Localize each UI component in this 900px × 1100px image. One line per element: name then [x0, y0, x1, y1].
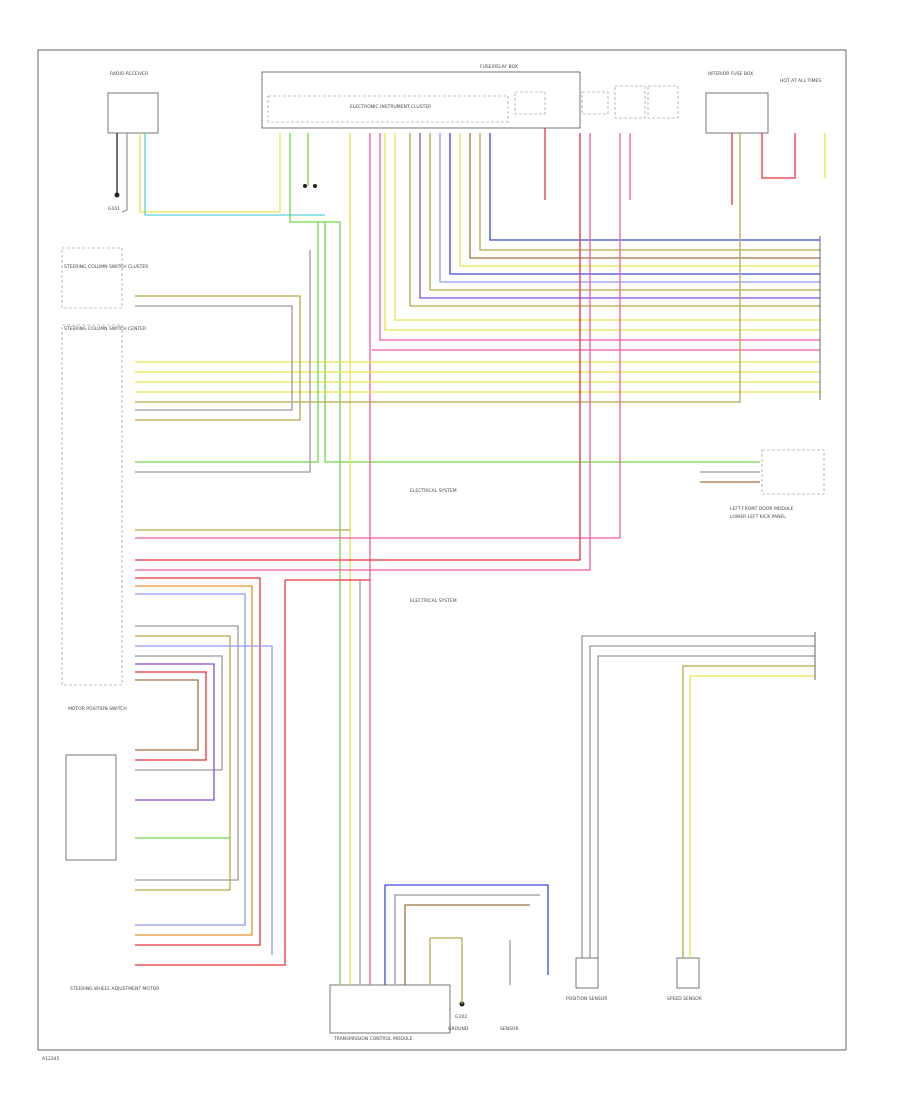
wire	[469, 133, 820, 259]
bottom-right-1-label: POSITION SENSOR	[566, 996, 607, 1002]
bottom-center-2-label: GROUND	[448, 1026, 469, 1032]
center-label-1: ELECTRICAL SYSTEM	[410, 488, 457, 494]
top-center-header: FUSE/RELAY BOX	[480, 64, 518, 70]
wire	[394, 894, 540, 985]
bottom-center-module: TRANSMISSION CONTROL MODULE	[329, 984, 451, 1042]
speed-sensor: SPEED SENSOR	[667, 957, 702, 1002]
top-right-small-label: HOT AT ALL TIMES	[780, 78, 821, 84]
wire	[479, 133, 820, 251]
wire	[384, 884, 549, 985]
bottom-center-module-label: TRANSMISSION CONTROL MODULE	[333, 1036, 413, 1042]
wire	[682, 665, 815, 958]
wire	[489, 133, 820, 241]
footer-code: A12345	[42, 1056, 60, 1062]
wire	[135, 133, 581, 561]
right-connector-ticks	[814, 236, 821, 680]
top-center-module-label: ELECTRONIC INSTRUMENT CLUSTER	[350, 104, 431, 110]
wire	[135, 585, 253, 936]
position-sensor: POSITION SENSOR	[566, 957, 607, 1002]
wire	[135, 671, 207, 761]
ground-symbol-2: G102	[455, 1001, 467, 1020]
wire	[135, 580, 286, 966]
diagram-frame	[37, 49, 847, 1051]
wire	[394, 133, 820, 321]
right-module-label: LEFT FRONT DOOR MODULE	[730, 506, 794, 512]
wire	[439, 133, 820, 283]
wire	[135, 133, 591, 571]
wire	[144, 133, 325, 216]
wire	[404, 904, 530, 985]
wire	[459, 133, 820, 267]
wire	[384, 133, 820, 331]
wire	[429, 937, 463, 1004]
left-switch-center: STEERING COLUMN SWITCH CENTER	[61, 324, 146, 686]
wire-group	[116, 128, 826, 1004]
wire	[135, 593, 246, 926]
ground-symbol-1: G101	[108, 192, 120, 212]
wire	[139, 133, 281, 213]
wire	[135, 645, 273, 955]
wire	[689, 675, 815, 958]
top-right-module-label: INTERIOR FUSE BOX	[708, 71, 753, 77]
wire	[121, 133, 128, 213]
right-door-module: LEFT FRONT DOOR MODULE LOWER LEFT KICK P…	[730, 449, 825, 520]
top-left-module: RADIO RECEIVER	[107, 71, 159, 134]
bottom-center-3-label: SENSOR	[500, 1026, 519, 1032]
bottom-right-2-label: SPEED SENSOR	[667, 996, 702, 1002]
wire	[325, 221, 341, 985]
top-right-module: INTERIOR FUSE BOX HOT AT ALL TIMES	[705, 71, 821, 134]
wire	[589, 645, 815, 958]
wire	[419, 133, 820, 299]
wire	[429, 133, 820, 291]
wire	[581, 635, 815, 958]
wire	[761, 133, 796, 179]
left-motor-switch: MOTOR POSITION SWITCH	[65, 706, 127, 861]
ground-2-label: G102	[455, 1014, 467, 1020]
left-module-2-label: STEERING COLUMN SWITCH CENTER	[64, 326, 146, 332]
ground-symbol-3	[303, 184, 317, 188]
top-left-module-label: RADIO RECEIVER	[110, 71, 148, 77]
wire	[135, 655, 223, 771]
top-center-module: FUSE/RELAY BOX ELECTRONIC INSTRUMENT CLU…	[261, 64, 679, 129]
center-label-2: ELECTRICAL SYSTEM	[410, 598, 457, 604]
wire	[449, 133, 820, 275]
wire	[597, 655, 815, 958]
left-switch-cluster: STEERING COLUMN SWITCH CLUSTER	[61, 247, 148, 309]
wire	[135, 305, 293, 411]
wire	[135, 133, 741, 403]
right-sub-label: LOWER LEFT KICK PANEL	[730, 514, 786, 520]
left-module-3-label: MOTOR POSITION SWITCH	[68, 706, 127, 712]
wire	[135, 250, 311, 473]
wire	[135, 625, 239, 881]
wire	[135, 679, 199, 751]
wire	[409, 133, 820, 307]
wire	[135, 663, 215, 801]
left-module-1-label: STEERING COLUMN SWITCH CLUSTER	[64, 264, 148, 270]
wire	[135, 222, 319, 463]
wire	[135, 635, 231, 891]
left-bottom-label: STEERING WHEEL ADJUSTMENT MOTOR	[70, 986, 159, 992]
wire	[379, 133, 820, 341]
wire	[135, 295, 301, 421]
wire	[135, 133, 621, 539]
wire	[135, 577, 261, 946]
ground-1-label: G101	[108, 206, 120, 212]
